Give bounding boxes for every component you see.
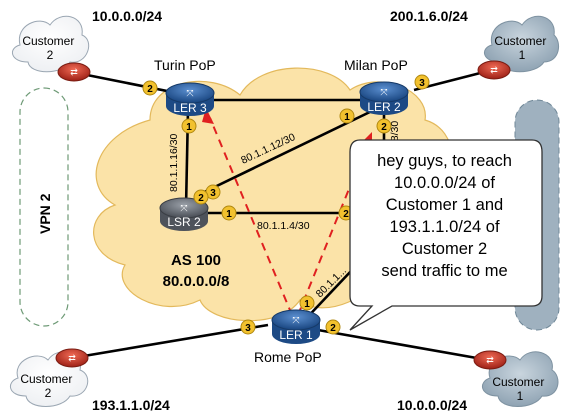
svg-text:⇄: ⇄ — [490, 65, 498, 75]
router-lsr2-label: LSR 2 — [167, 215, 201, 229]
svg-text:⤧: ⤧ — [180, 203, 187, 213]
callout-line: Customer 1 and — [385, 196, 504, 214]
port-ler2-left: 1 — [339, 108, 355, 124]
svg-text:2: 2 — [381, 122, 387, 133]
router-ler3-label: LER 3 — [173, 101, 207, 115]
svg-text:1: 1 — [226, 209, 232, 220]
customer-label-top-right: Customer 1 — [494, 34, 549, 62]
link-label-lsr-right: 80.1.1.4/30 — [257, 220, 310, 232]
prefix-top-right: 200.1.6.0/24 — [390, 8, 468, 24]
vpn2-enclosure — [19, 87, 69, 327]
callout-bubble — [349, 139, 543, 331]
customer-router-bottom-right: ⇄ — [473, 350, 507, 370]
vpn-label: VPN 2 — [37, 193, 53, 234]
svg-text:⇄: ⇄ — [486, 355, 494, 365]
router-lsr2: ⤧ LSR 2 — [159, 197, 209, 231]
svg-text:2: 2 — [198, 193, 204, 204]
svg-text:3: 3 — [419, 78, 425, 89]
router-ler2-label: LER 2 — [367, 100, 401, 114]
svg-text:⤧: ⤧ — [380, 87, 387, 97]
svg-text:⇄: ⇄ — [70, 67, 78, 77]
svg-text:2: 2 — [343, 209, 349, 220]
pop-label-milan: Milan PoP — [344, 57, 408, 73]
customer-router-top-left: ⇄ — [57, 62, 91, 82]
prefix-bottom-right: 10.0.0.0/24 — [397, 397, 467, 413]
pop-label-rome: Rome PoP — [254, 349, 322, 365]
callout-line: hey guys, to reach — [377, 152, 512, 170]
as-prefix: 80.0.0.0/8 — [163, 273, 230, 290]
router-ler2: ⤧ LER 2 — [359, 81, 409, 115]
port-ler1-up: 1 — [299, 295, 315, 311]
customer-router-top-right: ⇄ — [477, 60, 511, 80]
svg-text:3: 3 — [210, 188, 216, 199]
pop-label-turin: Turin PoP — [154, 57, 216, 73]
prefix-bottom-left: 193.1.1.0/24 — [92, 397, 170, 413]
svg-text:1: 1 — [344, 112, 350, 123]
customer-label-bottom-left: Customer 2 — [20, 372, 75, 400]
customer-label-top-left: Customer 2 — [22, 34, 77, 62]
callout-line: 193.1.1.0/24 of — [389, 218, 500, 236]
port-ler2-down: 2 — [376, 118, 392, 134]
svg-text:⤧: ⤧ — [186, 88, 193, 98]
port-ler1-left: 3 — [240, 319, 256, 335]
svg-text:3: 3 — [245, 323, 251, 334]
customer-cloud-top-left — [12, 15, 90, 73]
port-ler3-left: 2 — [142, 80, 158, 96]
svg-text:2: 2 — [147, 84, 153, 95]
svg-text:1: 1 — [304, 299, 310, 310]
customer-router-bottom-left: ⇄ — [55, 348, 89, 368]
port-ler3-down: 1 — [181, 118, 197, 134]
router-ler3: ⤧ LER 3 — [165, 82, 215, 116]
as-name: AS 100 — [171, 252, 221, 269]
svg-text:1: 1 — [186, 122, 192, 133]
svg-text:⇄: ⇄ — [68, 353, 76, 363]
customer-label-bottom-right: Customer 1 — [492, 375, 547, 403]
callout-line: send traffic to me — [381, 262, 508, 280]
prefix-top-left: 10.0.0.0/24 — [92, 8, 162, 24]
callout-line: 10.0.0.0/24 of — [394, 174, 495, 192]
port-ler2-right: 3 — [414, 74, 430, 90]
port-lsr2-right: 1 — [221, 205, 237, 221]
router-ler1: ⤧ LER 1 — [271, 309, 321, 344]
link-label-turin-lsr: 80.1.1.16/30 — [168, 133, 180, 192]
svg-text:2: 2 — [330, 323, 336, 334]
svg-text:⤧: ⤧ — [292, 315, 299, 325]
router-ler1-label: LER 1 — [279, 328, 313, 342]
callout-line: Customer 2 — [401, 240, 488, 258]
port-lsr2-up2: 2 — [193, 189, 209, 205]
port-ler1-right: 2 — [325, 319, 341, 335]
callout-text: hey guys, to reach 10.0.0.0/24 of Custom… — [352, 150, 537, 282]
